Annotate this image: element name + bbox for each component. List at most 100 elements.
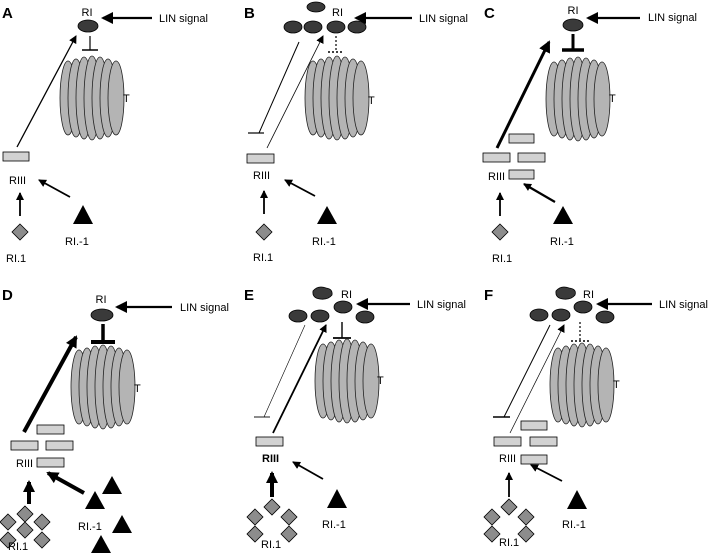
rim1-triangle bbox=[85, 491, 105, 509]
ri-cell bbox=[333, 300, 353, 314]
ri-label: RI bbox=[82, 7, 93, 19]
ri-cell bbox=[551, 308, 571, 322]
rim1-triangle bbox=[317, 206, 337, 224]
ri-cell bbox=[529, 308, 549, 322]
t-cell-cluster bbox=[549, 342, 615, 428]
ri-cell bbox=[347, 20, 367, 34]
rim1-arrow bbox=[292, 461, 324, 480]
panel-d: D RI LIN signal T RIII RI.1 RI.-1 bbox=[0, 287, 229, 553]
riii-to-ri-arrow bbox=[16, 35, 77, 148]
ri1-diamond bbox=[33, 531, 51, 549]
riii-cell bbox=[45, 440, 74, 451]
rim1-arrow bbox=[523, 183, 556, 203]
ri-cell bbox=[306, 1, 326, 13]
rim1-triangle bbox=[91, 535, 111, 553]
panel-letter: E bbox=[244, 287, 254, 304]
riii-label: RIII bbox=[9, 175, 26, 187]
ri-label: RI bbox=[583, 289, 594, 301]
lin-signal-label: LIN signal bbox=[159, 13, 208, 25]
ri1-diamond bbox=[517, 525, 535, 543]
rim1-triangle bbox=[102, 476, 122, 494]
ri1-diamond bbox=[491, 223, 509, 241]
rim1-arrow bbox=[530, 464, 563, 482]
panel-letter: B bbox=[244, 5, 255, 22]
riii-cell bbox=[255, 436, 284, 447]
rim1-label: RI.-1 bbox=[322, 519, 346, 531]
riii-cell bbox=[36, 424, 65, 435]
t-cell-cluster bbox=[304, 55, 370, 141]
ri-cell bbox=[326, 20, 346, 34]
riii-cell bbox=[2, 151, 30, 162]
riii-cell bbox=[508, 133, 535, 144]
ri1-diamond bbox=[483, 508, 501, 526]
riii-cell bbox=[508, 169, 535, 180]
panel-b: B RI LIN signal T RIII RI.1 RI.-1 bbox=[244, 1, 468, 264]
panel-a: A RI LIN signal T RIII RI.1 RI.-1 bbox=[2, 5, 208, 265]
t-label: T bbox=[613, 379, 620, 391]
rim1-triangle bbox=[73, 205, 93, 224]
riii-cell bbox=[36, 457, 65, 468]
ri-cell bbox=[90, 308, 114, 322]
t-label: T bbox=[377, 375, 384, 387]
ri1-diamond bbox=[263, 498, 281, 516]
ri1-diamond bbox=[11, 223, 29, 241]
t-label: T bbox=[134, 383, 141, 395]
t-cell-cluster bbox=[70, 344, 136, 430]
ri-cell bbox=[283, 20, 303, 34]
ri-label: RI bbox=[341, 289, 352, 301]
riii-cell bbox=[10, 440, 39, 451]
riii-to-ri-arrow-strong bbox=[495, 40, 551, 149]
ri-cell-irregular bbox=[312, 286, 333, 300]
ri-cell bbox=[573, 300, 593, 314]
inhibition-line bbox=[503, 324, 551, 418]
ri-cell bbox=[288, 309, 308, 323]
riii-cell bbox=[520, 454, 548, 465]
ri1-diamond bbox=[280, 508, 298, 526]
t-cell-cluster bbox=[314, 338, 380, 424]
riii-label: RIII bbox=[488, 171, 505, 183]
rim1-arrow bbox=[284, 179, 316, 197]
rim1-label: RI.-1 bbox=[550, 236, 574, 248]
ri1-label: RI.1 bbox=[6, 253, 26, 265]
ri1-label: RI.1 bbox=[492, 253, 512, 265]
ri1-diamond bbox=[517, 508, 535, 526]
ri1-diamond bbox=[483, 525, 501, 543]
t-label: T bbox=[123, 93, 130, 105]
t-cell-cluster bbox=[59, 55, 125, 141]
rim1-triangle bbox=[327, 489, 347, 508]
ri-cell bbox=[303, 20, 323, 34]
ri-label: RI bbox=[96, 294, 107, 306]
panel-letter: F bbox=[484, 287, 493, 304]
ri1-diamond bbox=[0, 513, 17, 531]
rim1-label: RI.-1 bbox=[78, 521, 102, 533]
rim1-triangle bbox=[112, 515, 132, 533]
ri-label: RI bbox=[332, 7, 343, 19]
riii-cell bbox=[517, 152, 546, 163]
ri-label: RI bbox=[568, 5, 579, 17]
lin-signal-label: LIN signal bbox=[417, 299, 466, 311]
lin-signal-label: LIN signal bbox=[180, 302, 229, 314]
rim1-label: RI.-1 bbox=[562, 519, 586, 531]
t-label: T bbox=[609, 93, 616, 105]
ri1-label: RI.1 bbox=[8, 541, 28, 553]
ri1-diamond bbox=[16, 521, 34, 539]
lin-signal-label: LIN signal bbox=[659, 299, 708, 311]
ri1-label: RI.1 bbox=[253, 252, 273, 264]
rim1-arrow bbox=[38, 179, 71, 198]
riii-label: RIII bbox=[262, 453, 279, 465]
ri1-diamond bbox=[500, 498, 518, 516]
riii-to-ri-arrow bbox=[509, 324, 565, 434]
rim1-label: RI.-1 bbox=[312, 236, 336, 248]
ri1-diamond bbox=[16, 505, 34, 523]
rim1-arrow-strong bbox=[46, 471, 85, 495]
riii-cell bbox=[529, 436, 558, 447]
riii-cell bbox=[246, 153, 275, 164]
inhibition-line bbox=[263, 324, 306, 418]
panel-c: C RI LIN signal T RIII RI.1 RI.-1 bbox=[482, 5, 697, 265]
lin-signal-label: LIN signal bbox=[648, 12, 697, 24]
ri-cell bbox=[77, 19, 99, 33]
riii-label: RIII bbox=[499, 453, 516, 465]
inhibition-line bbox=[258, 41, 300, 134]
ri1-diamond bbox=[280, 525, 298, 543]
panel-f: F RI LIN signal T RIII RI.1 RI.-1 bbox=[483, 286, 708, 549]
